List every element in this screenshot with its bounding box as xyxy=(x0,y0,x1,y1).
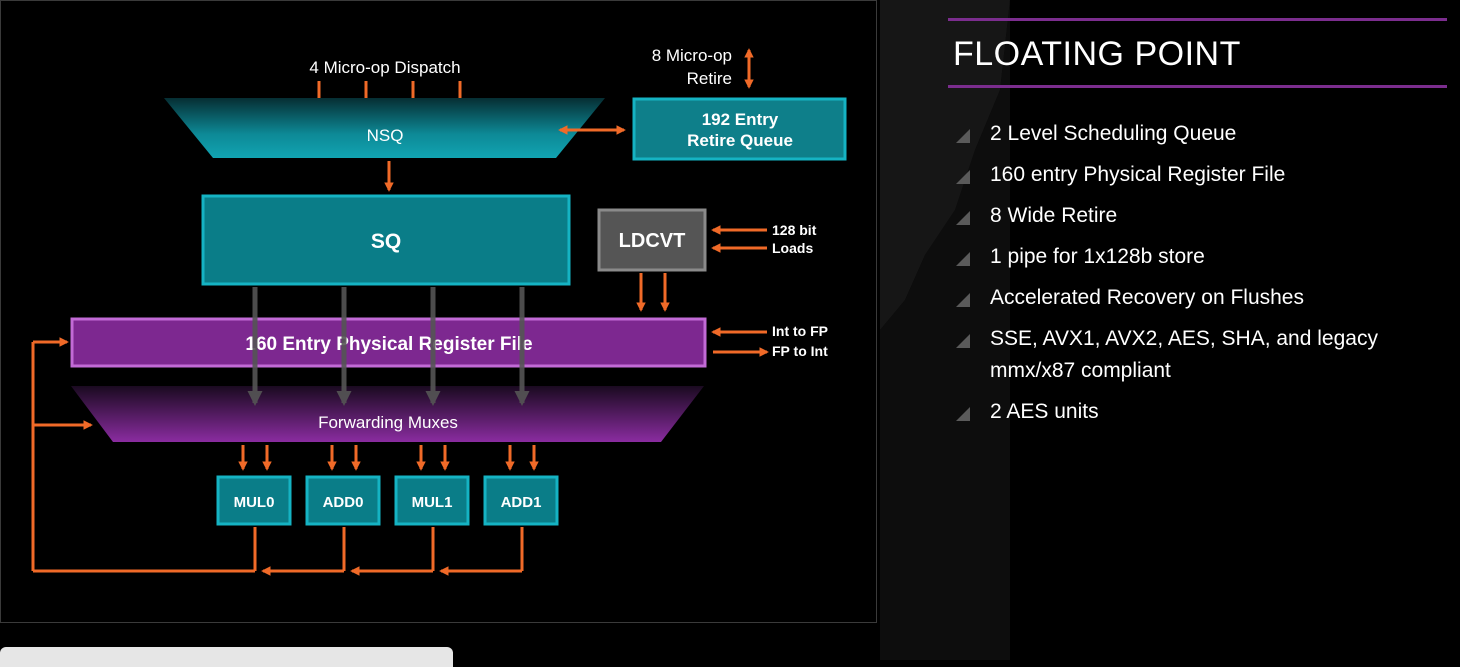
triangle-bullet-icon xyxy=(956,334,970,348)
ldcvt-block xyxy=(597,208,707,272)
triangle-bullet-icon xyxy=(956,211,970,225)
result-bus xyxy=(31,337,524,576)
fp-to-int-label: FP to Int xyxy=(772,343,828,359)
list-item: SSE, AVX1, AVX2, AES, SHA, and legacy mm… xyxy=(955,323,1445,387)
unit-add1-block xyxy=(483,475,559,526)
loads-arrows xyxy=(711,225,767,253)
fp-block-diagram: 4 Micro-op Dispatch 8 Micro-op Retire NS… xyxy=(0,0,877,623)
unit-add0-label: ADD0 xyxy=(323,494,364,511)
unit-mul1-label: MUL1 xyxy=(412,494,453,511)
unit-mul1-block xyxy=(394,475,470,526)
forwarding-muxes-block xyxy=(71,386,704,442)
forwarding-label: Forwarding Muxes xyxy=(318,413,458,432)
loads-label-line2: Loads xyxy=(772,240,813,256)
list-item: 8 Wide Retire xyxy=(955,200,1445,232)
dispatch-label: 4 Micro-op Dispatch xyxy=(309,58,460,77)
int-to-fp-label: Int to FP xyxy=(772,323,828,339)
feature-list: 2 Level Scheduling Queue 160 entry Physi… xyxy=(955,118,1445,437)
triangle-bullet-icon xyxy=(956,129,970,143)
retire-queue-line2: Retire Queue xyxy=(687,131,793,150)
loads-label-line1: 128 bit xyxy=(772,222,817,238)
feature-text: 160 entry Physical Register File xyxy=(990,163,1286,186)
unit-add1-label: ADD1 xyxy=(501,494,542,511)
register-file-label: 160 Entry Physical Register File xyxy=(245,334,532,355)
triangle-bullet-icon xyxy=(956,252,970,266)
sq-label: SQ xyxy=(371,230,401,253)
triangle-bullet-icon xyxy=(956,407,970,421)
panel-header: FLOATING POINT xyxy=(948,18,1447,88)
sq-block xyxy=(201,194,571,286)
register-file-block xyxy=(70,317,707,368)
feature-text: Accelerated Recovery on Flushes xyxy=(990,286,1304,309)
retire-label-line1: 8 Micro-op xyxy=(652,46,732,65)
bottom-scroll-tab[interactable] xyxy=(0,647,453,667)
list-item: 2 AES units xyxy=(955,396,1445,428)
unit-mul0-block xyxy=(216,475,292,526)
list-item: 160 entry Physical Register File xyxy=(955,159,1445,191)
mux-unit-arrows xyxy=(238,445,539,471)
ldcvt-label: LDCVT xyxy=(619,230,686,252)
feature-text: 1 pipe for 1x128b store xyxy=(990,245,1205,268)
list-item: 2 Level Scheduling Queue xyxy=(955,118,1445,150)
triangle-bullet-icon xyxy=(956,293,970,307)
nsq-label: NSQ xyxy=(367,126,404,145)
feature-text: SSE, AVX1, AVX2, AES, SHA, and legacy mm… xyxy=(990,327,1378,382)
unit-mul0-label: MUL0 xyxy=(234,494,275,511)
sq-issue-arrows xyxy=(247,287,530,406)
retire-queue-line1: 192 Entry xyxy=(702,110,779,129)
ldcvt-prf-arrows xyxy=(636,273,670,312)
execution-units: MUL0 ADD0 MUL1 ADD1 xyxy=(216,475,559,526)
feature-text: 2 Level Scheduling Queue xyxy=(990,122,1237,145)
triangle-bullet-icon xyxy=(956,170,970,184)
feature-text: 2 AES units xyxy=(990,400,1099,423)
diagram-canvas: 4 Micro-op Dispatch 8 Micro-op Retire NS… xyxy=(31,46,847,576)
nsq-block xyxy=(164,98,605,158)
unit-add0-block xyxy=(305,475,381,526)
panel-title: FLOATING POINT xyxy=(953,35,1241,73)
list-item: Accelerated Recovery on Flushes xyxy=(955,282,1445,314)
feature-text: 8 Wide Retire xyxy=(990,204,1118,227)
retire-label-line2: Retire xyxy=(687,69,732,88)
list-item: 1 pipe for 1x128b store xyxy=(955,241,1445,273)
retire-queue-block xyxy=(632,97,847,161)
